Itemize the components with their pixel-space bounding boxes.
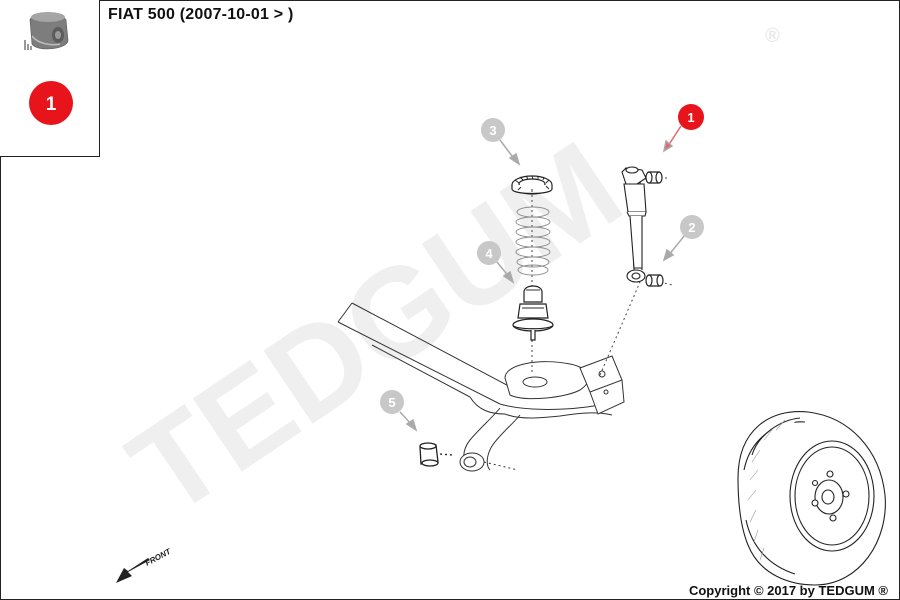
bump-stop-part [512, 285, 554, 341]
coil-spring [515, 206, 551, 276]
tedgum-watermark: TEDGUM ® [106, 25, 780, 543]
callout-leaders [399, 125, 686, 432]
shock-absorber [621, 166, 647, 283]
watermark-text: TEDGUM [106, 115, 646, 544]
lower-shock-bushing [645, 274, 664, 287]
legend-badge-number: 1 [46, 94, 57, 115]
front-direction-arrow: FRONT [116, 546, 173, 583]
callout-number-1: 1 [687, 110, 694, 125]
callout-badge-4: 4 [477, 241, 501, 265]
callout-number-5: 5 [388, 395, 395, 410]
copyright-notice: Copyright © 2017 by TEDGUM ® [688, 583, 888, 598]
callout-number-2: 2 [688, 220, 695, 235]
callout-number-4: 4 [485, 246, 493, 261]
upper-shock-bushing [645, 171, 663, 184]
trailing-arm-bushing [419, 442, 453, 467]
callout-badge-2: 2 [680, 215, 704, 239]
callout-badge-5: 5 [380, 390, 404, 414]
spring-seat-part [511, 175, 553, 195]
watermark-registered-mark: ® [765, 25, 780, 47]
vehicle-title: FIAT 500 (2007-10-01 > ) [108, 6, 294, 23]
wheel [737, 410, 886, 586]
front-label: FRONT [144, 546, 174, 567]
legend-graphics: 1 [24, 12, 73, 125]
part-legend-box: 1 [0, 0, 100, 157]
callout-badge-1: 1 [678, 104, 704, 130]
legend-badge-1: 1 [29, 81, 73, 125]
callout-number-3: 3 [489, 123, 496, 138]
callout-badge-3: 3 [481, 118, 505, 142]
bushing-icon [24, 12, 69, 50]
rear-axle-beam [337, 302, 625, 472]
